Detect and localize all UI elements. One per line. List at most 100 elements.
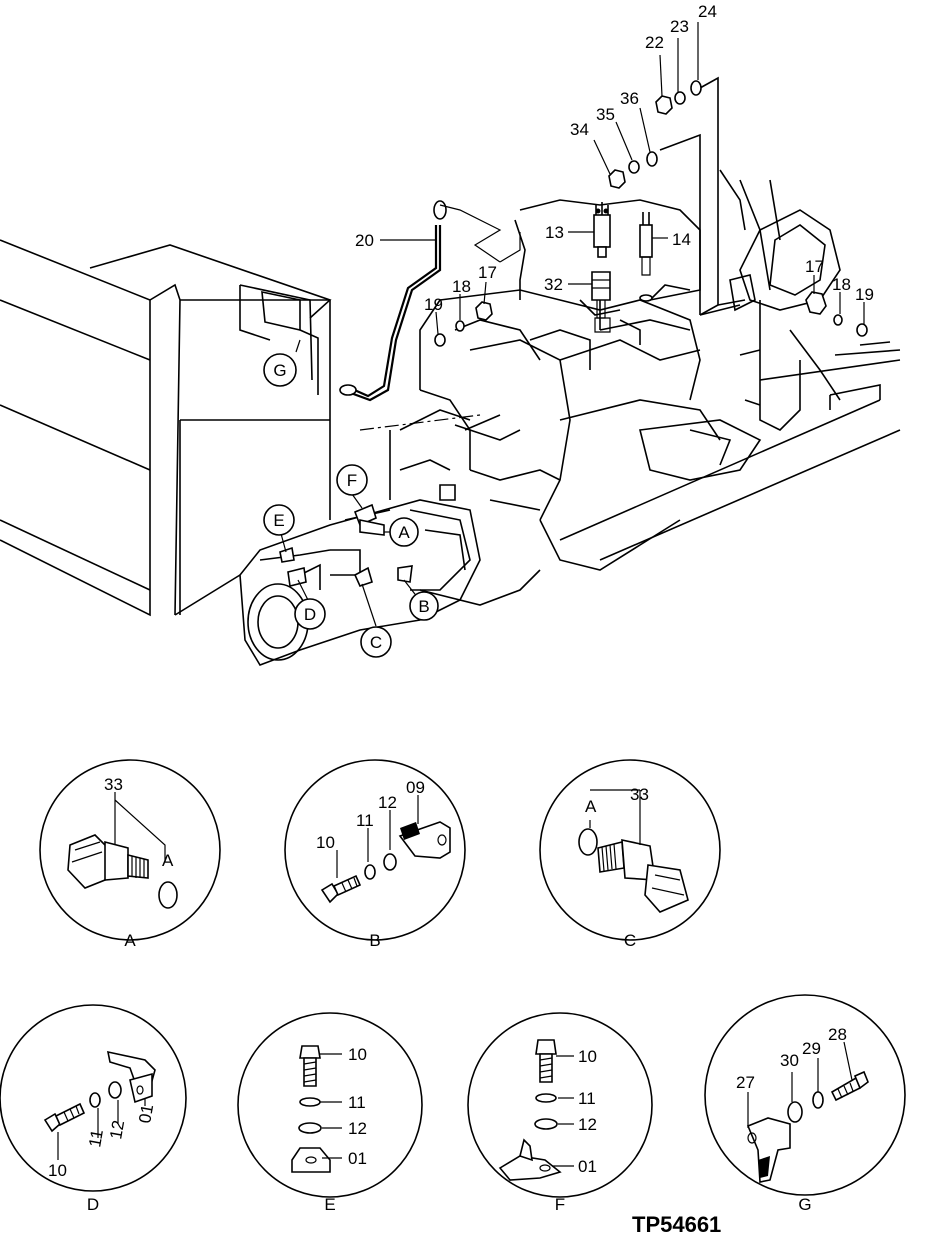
detail-G-callout-29: 29 xyxy=(802,1039,821,1058)
detail-F-label: F xyxy=(555,1195,565,1214)
clamp-01-f xyxy=(498,1138,562,1181)
callout-35: 35 xyxy=(596,105,615,124)
drawing-code: TP54661 xyxy=(632,1212,721,1237)
washer-11-b xyxy=(364,864,376,880)
detail-A-label: A xyxy=(124,931,136,950)
detail-B-callout-10: 10 xyxy=(316,833,335,852)
clamp-01-e xyxy=(291,1147,331,1173)
svg-text:F: F xyxy=(347,471,357,490)
detail-B-callout-11: 11 xyxy=(356,811,374,830)
washer-12-f xyxy=(534,1118,558,1130)
detail-markers: G F A E D B C xyxy=(263,353,439,658)
detail-C-label: C xyxy=(624,931,636,950)
callout-23: 23 xyxy=(670,17,689,36)
callout-17-left: 17 xyxy=(478,263,497,282)
o-ring-a xyxy=(158,881,178,909)
detail-F-callout-12: 12 xyxy=(578,1115,597,1134)
callout-34: 34 xyxy=(570,120,589,139)
detail-A-callout-A: A xyxy=(162,851,174,870)
marker-E: E xyxy=(263,504,295,536)
pressure-switch-33-a xyxy=(67,834,149,889)
detail-F: 10 11 12 01 F xyxy=(467,1012,653,1214)
detail-E-callout-11: 11 xyxy=(348,1093,366,1112)
callout-19-right: 19 xyxy=(855,285,874,304)
frame-rail-drawing xyxy=(359,359,901,561)
svg-text:C: C xyxy=(370,633,382,652)
bolt-10-e xyxy=(299,1045,321,1087)
detail-E-callout-10: 10 xyxy=(348,1045,367,1064)
callout-18-left: 18 xyxy=(452,277,471,296)
pressure-switches-on-housing xyxy=(279,503,413,587)
svg-text:D: D xyxy=(304,605,316,624)
o-ring-c xyxy=(578,828,598,856)
callout-32: 32 xyxy=(544,275,563,294)
callout-14: 14 xyxy=(672,230,691,249)
bolt-10-b xyxy=(320,874,362,904)
detail-D: 10 11 12 01 D xyxy=(0,1004,187,1214)
marker-B: B xyxy=(409,591,439,621)
washer-30-g xyxy=(787,1101,803,1123)
detail-A: 33 A A xyxy=(39,759,221,950)
detail-G-callout-28: 28 xyxy=(828,1025,847,1044)
detail-F-callout-11: 11 xyxy=(578,1089,596,1108)
bolt-10-f xyxy=(535,1039,557,1083)
detail-D-callout-11: 11 xyxy=(85,1128,107,1149)
detail-B-label: B xyxy=(369,931,380,950)
frame-block-drawing xyxy=(0,239,332,617)
ground-cable-20 xyxy=(339,200,521,402)
marker-A: A xyxy=(389,517,419,547)
main-assembly-view: 22 23 24 34 35 36 13 14 20 32 17 18 19 1… xyxy=(0,2,901,666)
detail-D-callout-01: 01 xyxy=(135,1103,157,1125)
callout-18-right: 18 xyxy=(832,275,851,294)
svg-text:E: E xyxy=(273,511,284,530)
callout-36: 36 xyxy=(620,89,639,108)
svg-text:G: G xyxy=(273,361,286,380)
detail-C-callout-33: 33 xyxy=(630,785,649,804)
detail-C: A 33 C xyxy=(539,759,721,950)
callout-24: 24 xyxy=(698,2,717,21)
callout-19-left: 19 xyxy=(424,295,443,314)
detail-C-callout-A: A xyxy=(585,797,597,816)
detail-A-callout-33: 33 xyxy=(104,775,123,794)
detail-B-callout-09: 09 xyxy=(406,778,425,797)
detail-B-callout-12: 12 xyxy=(378,793,397,812)
marker-F: F xyxy=(336,464,368,496)
svg-text:A: A xyxy=(398,523,410,542)
detail-F-callout-10: 10 xyxy=(578,1047,597,1066)
washer-12-e xyxy=(298,1122,322,1134)
detail-G-callout-27: 27 xyxy=(736,1073,755,1092)
bolt-28-g xyxy=(830,1070,869,1102)
svg-text:B: B xyxy=(418,597,429,616)
washer-12-b xyxy=(383,853,397,871)
callout-13: 13 xyxy=(545,223,564,242)
callout-20: 20 xyxy=(355,231,374,250)
sensor-14 xyxy=(639,212,653,302)
marker-C: C xyxy=(360,626,392,658)
washer-11-f xyxy=(535,1093,557,1103)
detail-B: 10 11 12 09 B xyxy=(284,759,466,950)
detail-E-label: E xyxy=(324,1195,335,1214)
sensor-13 xyxy=(593,202,611,258)
detail-E-callout-01: 01 xyxy=(348,1149,367,1168)
callout-17-right: 17 xyxy=(805,257,824,276)
engine-body-drawing xyxy=(389,199,762,571)
washer-11-e xyxy=(299,1097,321,1107)
clamp-09-b xyxy=(398,821,451,859)
detail-G: 27 30 29 28 G xyxy=(704,994,906,1214)
detail-G-label: G xyxy=(798,1195,811,1214)
bracket-27-g xyxy=(746,1117,791,1183)
detail-G-callout-30: 30 xyxy=(780,1051,799,1070)
detail-E: 10 11 12 01 E xyxy=(237,1012,423,1214)
pressure-switch-33-c xyxy=(597,838,689,913)
washer-29-g xyxy=(812,1091,824,1109)
detail-F-callout-01: 01 xyxy=(578,1157,597,1176)
marker-D: D xyxy=(294,598,326,630)
clamp-01-d xyxy=(106,1050,156,1104)
adapter-32 xyxy=(591,271,611,333)
callout-22: 22 xyxy=(645,33,664,52)
harness-lines xyxy=(659,76,746,316)
hardware-top xyxy=(434,80,868,347)
main-callout-labels: 22 23 24 34 35 36 13 14 20 32 17 18 19 1… xyxy=(355,2,874,314)
main-leader-lines xyxy=(279,22,865,627)
